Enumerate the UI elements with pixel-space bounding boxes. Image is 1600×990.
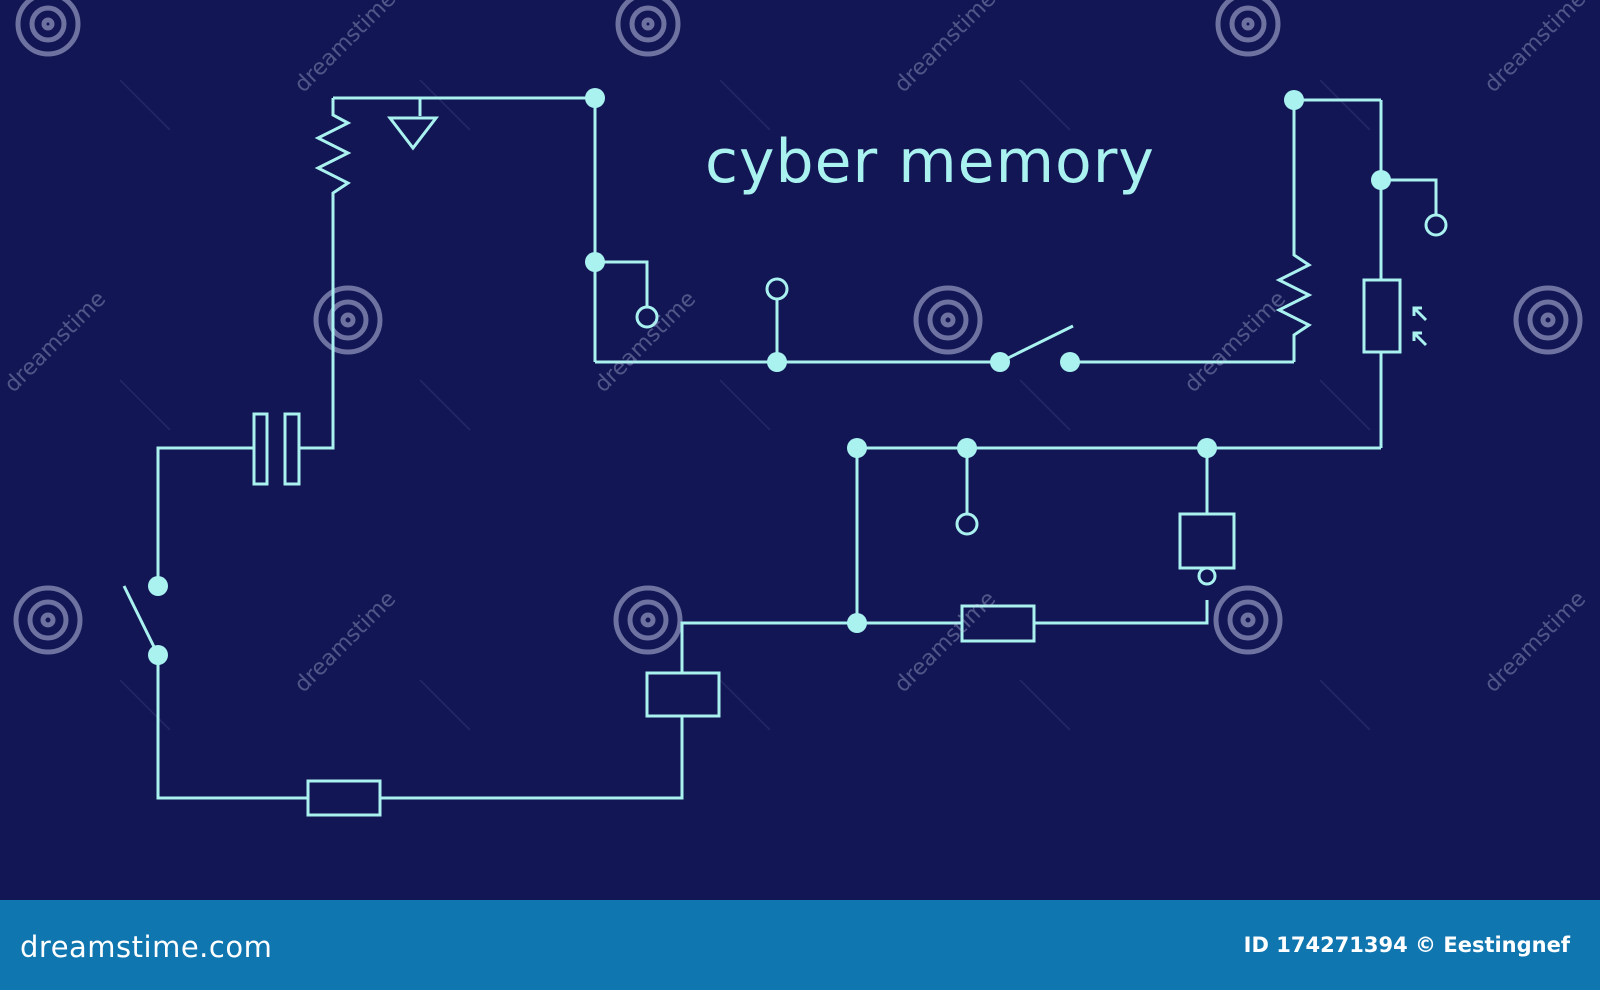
junction-dot: [1197, 438, 1217, 458]
junction-dot: [148, 576, 168, 596]
junction-dot: [957, 438, 977, 458]
spiral-logo-icon: [913, 285, 983, 355]
spiral-logo-icon: [613, 585, 683, 655]
junction-dot: [585, 252, 605, 272]
junction-dot: [585, 88, 605, 108]
watermark-grid: [119, 79, 1371, 731]
junction-dot: [767, 352, 787, 372]
footer-bar: dreamstime.com ID 174271394 © Eestingnef: [0, 900, 1600, 990]
switch-icon: [122, 585, 160, 656]
capacitor-plate-icon: [283, 412, 301, 486]
terminal-icon: [635, 305, 659, 329]
light-arrow-icon: [1412, 331, 1428, 347]
terminal-icon: [955, 512, 979, 536]
node-open-icon: [1197, 566, 1217, 586]
terminal-icon: [1424, 213, 1448, 237]
spiral-logo-icon: [615, 0, 681, 57]
capacitor-plate-icon: [252, 412, 269, 486]
circuit-wires: [122, 96, 1448, 817]
spiral-logo-icon: [13, 585, 83, 655]
light-arrow-icon: [1412, 306, 1428, 322]
junction-dot: [1371, 170, 1391, 190]
photoresistor-icon: [1362, 278, 1402, 354]
spiral-logo-icon: [313, 285, 383, 355]
switch-icon: [999, 324, 1074, 364]
spiral-logo-icon: [1213, 585, 1283, 655]
ground-icon: [386, 116, 440, 151]
junction-dots: [148, 88, 1391, 665]
junction-dot: [990, 352, 1010, 372]
relay-icon: [645, 671, 721, 718]
junction-dot: [847, 613, 867, 633]
image-credit: ID 174271394 © Eestingnef: [1243, 933, 1570, 957]
junction-dot: [847, 438, 867, 458]
diagram-title: cyber memory: [705, 127, 1155, 197]
fuse-icon: [306, 779, 382, 817]
spiral-logo-icon: [15, 0, 81, 57]
junction-dot: [1060, 352, 1080, 372]
terminal-icon: [765, 277, 789, 301]
spiral-logo-icon: [1513, 285, 1583, 355]
spiral-logo-icon: [1215, 0, 1281, 57]
junction-dot: [1284, 90, 1304, 110]
gate-box-icon: [1178, 512, 1236, 570]
watermark-layer: [13, 0, 1583, 655]
junction-dot: [148, 645, 168, 665]
circuit-diagram: [13, 0, 1583, 817]
footer-logo[interactable]: dreamstime.com: [20, 930, 273, 964]
